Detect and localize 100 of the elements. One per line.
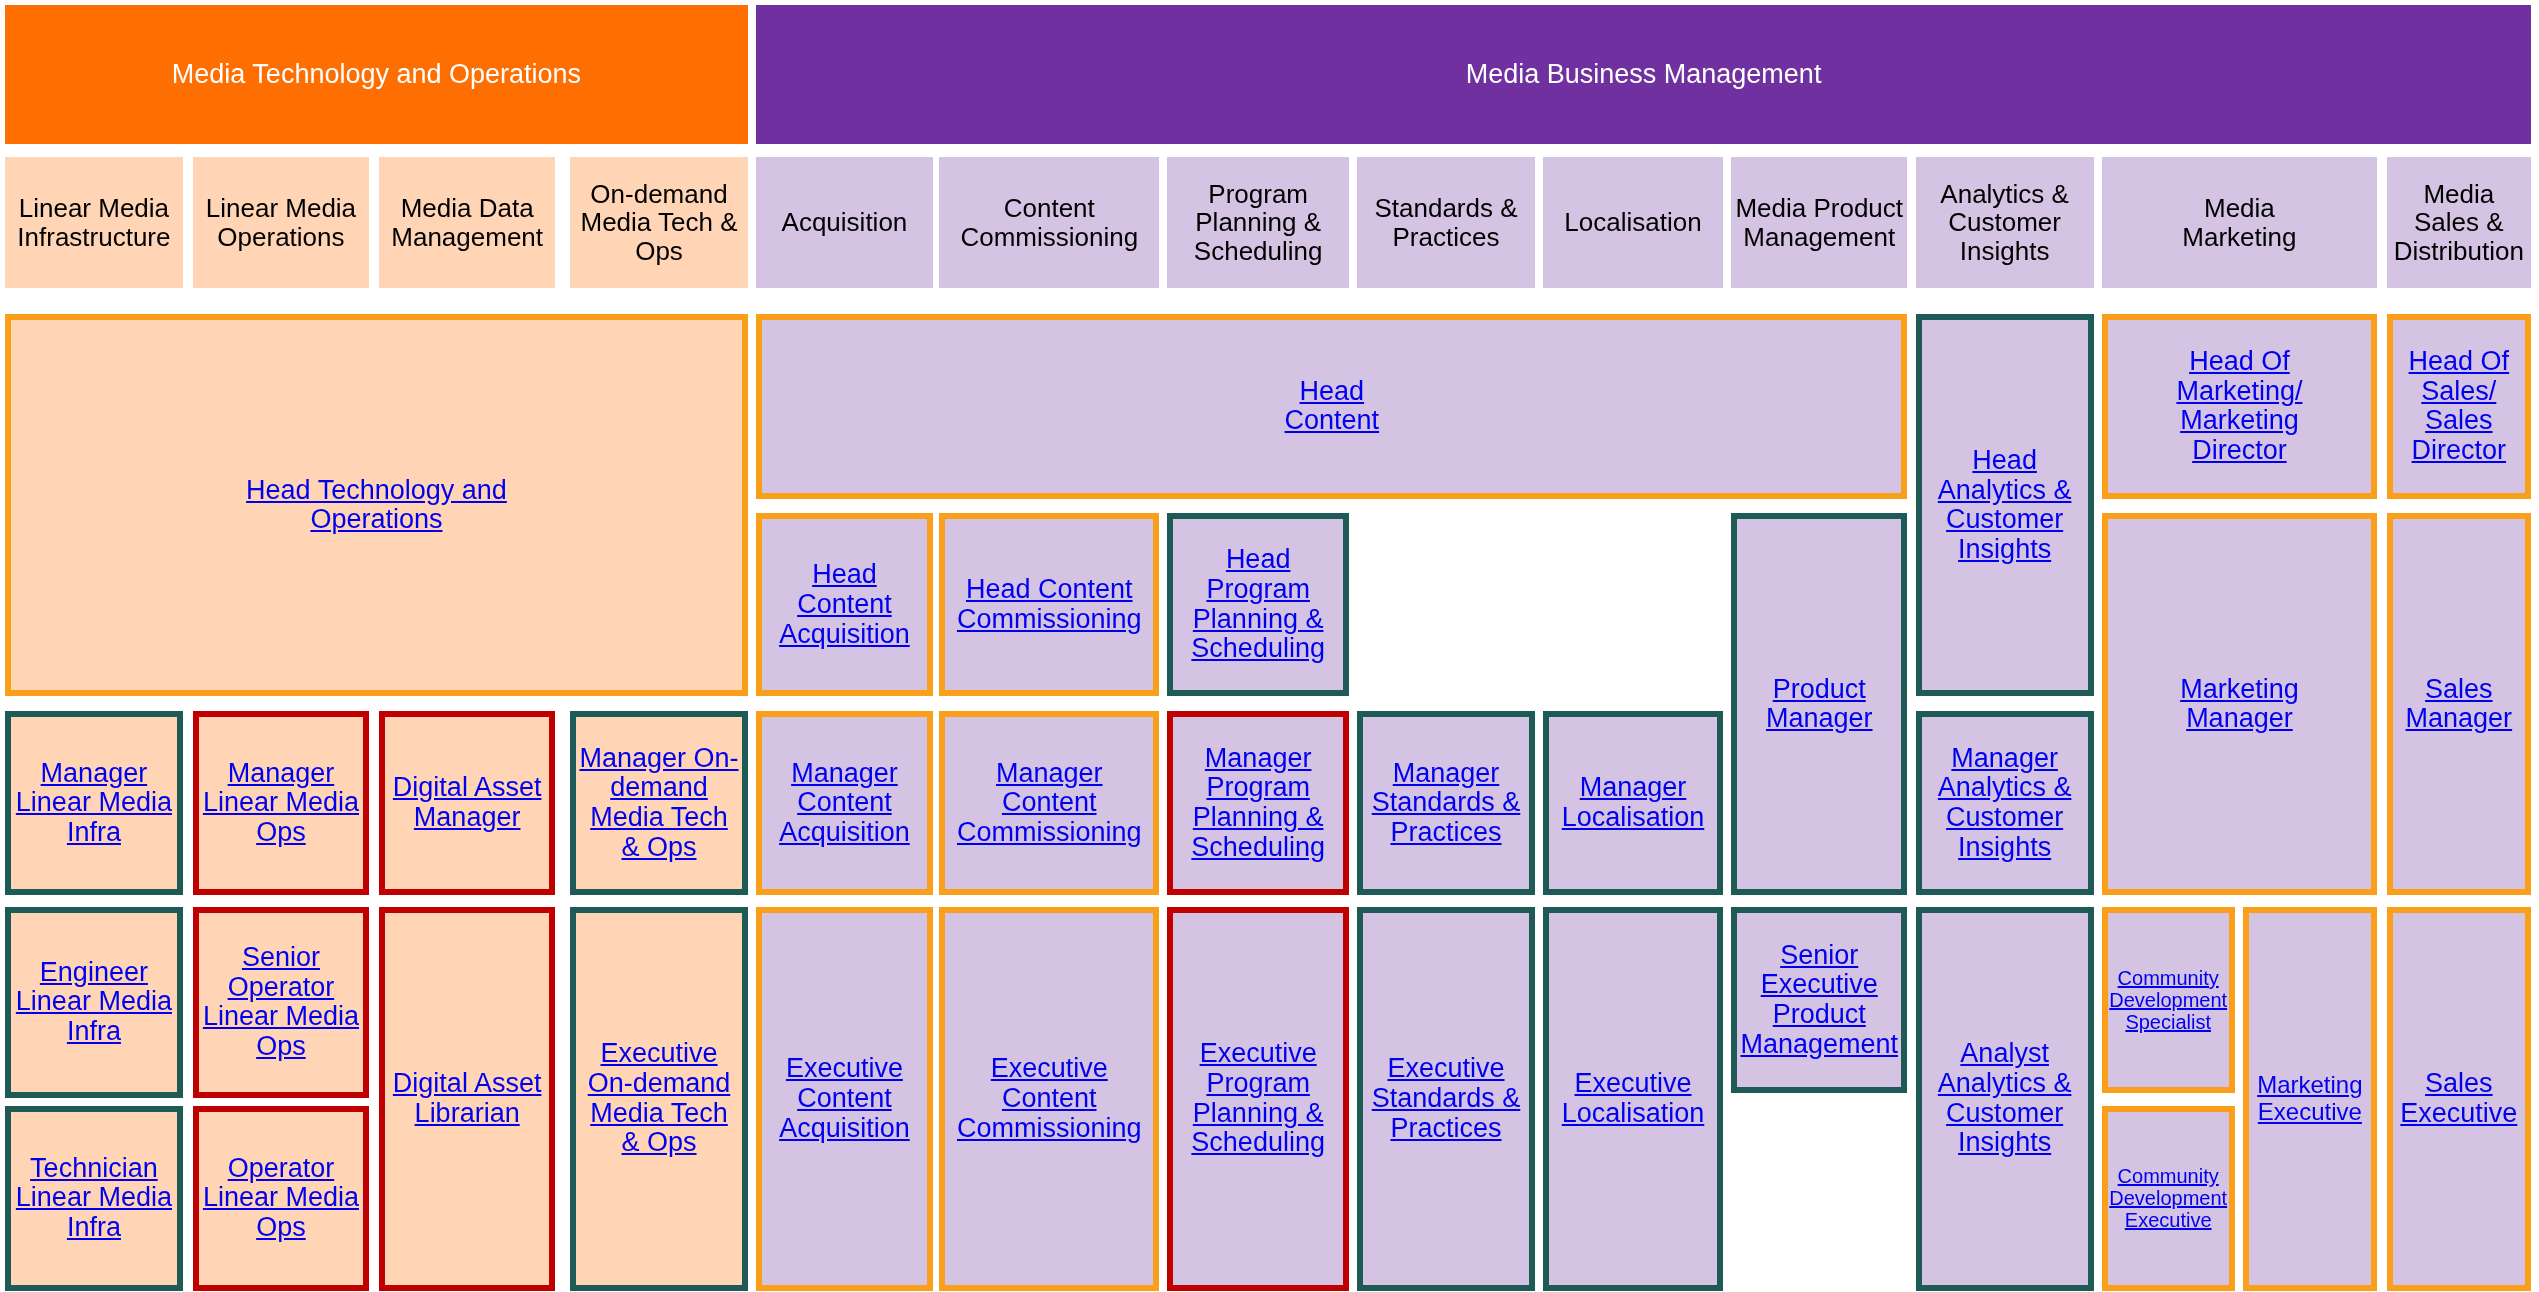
- role-box: [1915, 314, 2094, 697]
- role-link: Manager Linear Media Ops: [201, 758, 360, 848]
- role-link: Marketing Manager: [2179, 674, 2300, 735]
- role-box: [378, 710, 556, 896]
- department-header: [939, 157, 1160, 289]
- role-box: [2386, 906, 2531, 1291]
- role-link: Manager Program Planning & Scheduling: [1190, 743, 1326, 863]
- role-box: [756, 710, 933, 896]
- department-header: [1731, 157, 1908, 289]
- role-link: Product Manager: [1764, 674, 1874, 735]
- department-header: [4, 157, 183, 289]
- role-box: [2242, 906, 2378, 1291]
- role-box: [1543, 710, 1723, 896]
- department-header: [378, 157, 556, 289]
- role-link: Manager Localisation: [1560, 773, 1706, 833]
- role-box: [756, 906, 933, 1291]
- department-header: [2386, 157, 2531, 289]
- role-box: [4, 1105, 183, 1291]
- role-link: Senior Executive Product Management: [1739, 940, 1900, 1060]
- role-link: Digital Asset Librarian: [391, 1068, 543, 1129]
- role-box: [2101, 1105, 2235, 1291]
- role-box: [569, 710, 749, 896]
- role-link: Executive Content Acquisition: [778, 1054, 911, 1144]
- role-box: [2101, 314, 2378, 499]
- role-box: [1167, 906, 1349, 1291]
- role-box: [1356, 906, 1536, 1291]
- role-box: [1543, 906, 1723, 1291]
- role-link: Head Technology and Operations: [245, 475, 508, 535]
- role-box: [2386, 314, 2531, 499]
- role-link: Head Analytics & Customer Insights: [1936, 445, 2073, 565]
- role-link: Head Of Sales/ Sales Director: [2407, 347, 2511, 466]
- role-box: [939, 906, 1160, 1291]
- department-title: On-demand Media Tech & Ops: [579, 179, 739, 266]
- department-header: [569, 157, 749, 289]
- role-link: Manager Content Acquisition: [778, 758, 911, 848]
- division-title: Media Technology and Operations: [171, 59, 582, 90]
- role-box: [192, 1105, 370, 1291]
- role-link: Manager Standards & Practices: [1370, 758, 1522, 848]
- role-box: [1731, 906, 1908, 1093]
- role-box: [1915, 906, 2094, 1291]
- department-title: Acquisition: [781, 208, 908, 237]
- role-box: [192, 906, 370, 1098]
- department-header: [1915, 157, 2094, 289]
- role-link: Engineer Linear Media Infra: [14, 957, 173, 1047]
- department-header: [192, 157, 370, 289]
- department-title: Localisation: [1564, 208, 1702, 237]
- department-header: [1167, 157, 1349, 289]
- role-link: Analyst Analytics & Customer Insights: [1936, 1039, 2073, 1159]
- role-box: [1915, 710, 2094, 896]
- department-header: [1356, 157, 1536, 289]
- department-header: [1543, 157, 1723, 289]
- role-link: Head Program Planning & Scheduling: [1190, 545, 1326, 665]
- role-link: Community Development Executive: [2109, 1165, 2228, 1232]
- role-box: [1356, 710, 1536, 896]
- role-link: Community Development Specialist: [2109, 966, 2228, 1033]
- role-box: [569, 906, 749, 1291]
- department-title: Media Product Management: [1734, 194, 1905, 252]
- role-box: [1167, 710, 1349, 896]
- role-link: Head Content: [1283, 376, 1381, 437]
- role-link: Manager Content Commissioning: [956, 758, 1143, 848]
- department-title: Media Marketing: [2181, 194, 2298, 252]
- department-title: Media Data Management: [390, 194, 545, 252]
- role-box: [4, 906, 183, 1098]
- division-title: Media Business Management: [1465, 59, 1822, 90]
- department-title: Linear Media Operations: [204, 194, 358, 252]
- role-box: [2101, 906, 2235, 1093]
- role-link: Head Of Marketing/ Marketing Director: [2175, 347, 2304, 466]
- role-box: [2101, 513, 2378, 896]
- role-box: [2386, 513, 2531, 896]
- role-link: Operator Linear Media Ops: [201, 1153, 360, 1243]
- role-link: Executive Program Planning & Scheduling: [1190, 1039, 1326, 1159]
- role-box: [378, 906, 556, 1291]
- department-title: Media Sales & Distribution: [2392, 179, 2525, 266]
- department-title: Linear Media Infrastructure: [16, 194, 172, 252]
- role-link: Digital Asset Manager: [391, 773, 543, 833]
- role-link: Marketing Executive: [2256, 1072, 2364, 1126]
- role-box: [756, 513, 933, 697]
- role-link: Executive Standards & Practices: [1370, 1054, 1522, 1144]
- role-link: Senior Operator Linear Media Ops: [201, 942, 360, 1062]
- role-link: Head Content Commissioning: [956, 575, 1143, 635]
- division-header: [756, 4, 2531, 145]
- role-link: Head Content Acquisition: [778, 560, 911, 650]
- role-link: Sales Manager: [2404, 674, 2514, 735]
- role-link: Technician Linear Media Infra: [14, 1153, 173, 1243]
- role-box: [939, 513, 1160, 697]
- department-title: Program Planning & Scheduling: [1192, 179, 1324, 266]
- role-link: Executive On-demand Media Tech & Ops: [586, 1039, 732, 1159]
- role-box: [939, 710, 1160, 896]
- division-header: [4, 4, 749, 145]
- department-title: Standards & Practices: [1373, 194, 1519, 252]
- department-title: Content Commissioning: [959, 194, 1140, 252]
- role-link: Manager Analytics & Customer Insights: [1936, 743, 2073, 863]
- role-link: Sales Executive: [2399, 1068, 2519, 1129]
- role-link: Manager Linear Media Infra: [14, 758, 173, 848]
- role-box: [4, 314, 749, 697]
- role-box: [1731, 513, 1908, 896]
- role-box: [192, 710, 370, 896]
- department-title: Analytics & Customer Insights: [1939, 179, 2070, 266]
- role-box: [756, 314, 1908, 499]
- role-box: [4, 710, 183, 896]
